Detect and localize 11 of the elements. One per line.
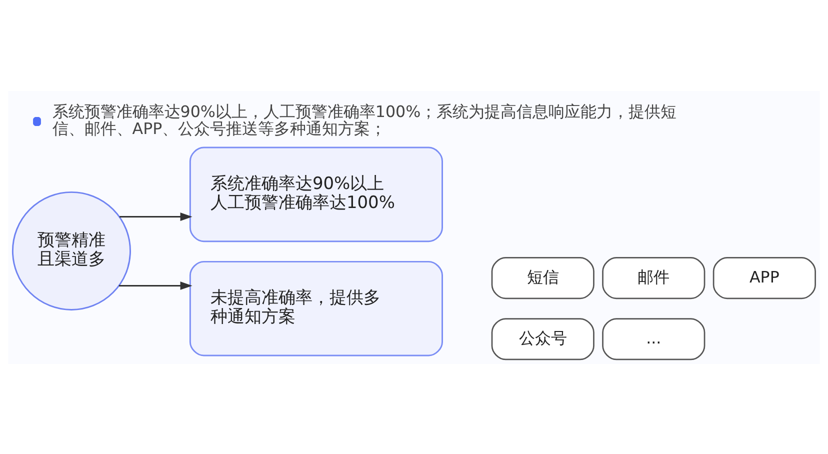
node-box: APP xyxy=(712,256,816,299)
node-box: ... xyxy=(602,318,706,360)
node-box: 短信 xyxy=(491,256,594,299)
node-box: 邮件 xyxy=(602,256,706,299)
node-box: 未提高准确率，提供多种通知方案 xyxy=(189,260,443,356)
node-box: 系统准确率达90%以上 人工预警准确率达100% xyxy=(189,146,443,242)
node-box: 公众号 xyxy=(491,318,594,360)
node-circle: 预警精准且渠道多 xyxy=(12,190,131,310)
arrow xyxy=(120,212,192,220)
arrow xyxy=(118,281,192,290)
diagram-title: 系统预警准确率达90%以上，人工预警准确率100%；系统为提高信息响应能力，提供短信、邮件、APP、公众号推送等多种通知方案； xyxy=(52,102,677,138)
